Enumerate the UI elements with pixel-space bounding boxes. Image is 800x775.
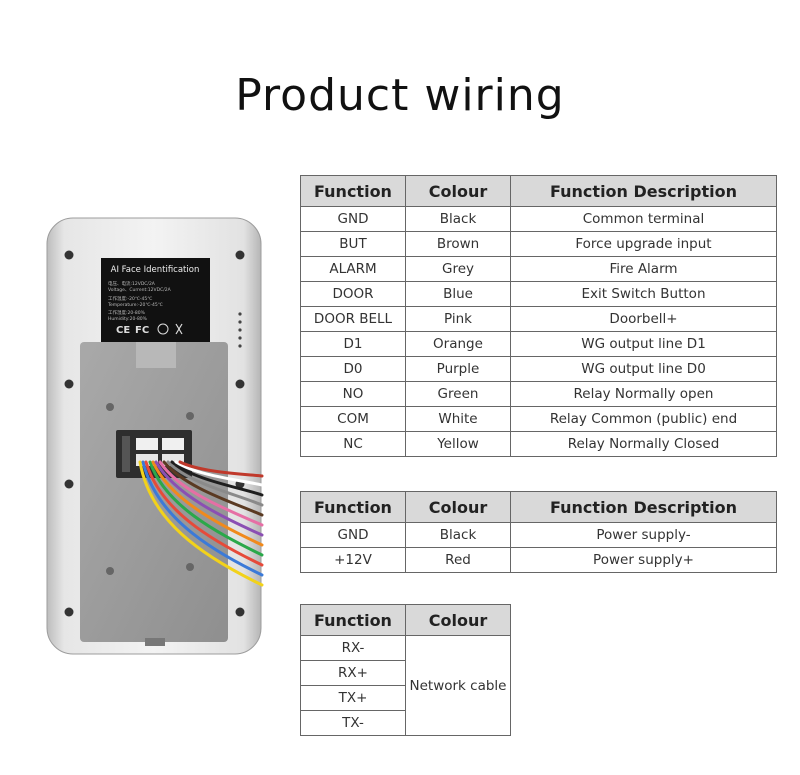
ce-mark: CE — [116, 325, 130, 336]
bin-icon — [175, 323, 183, 335]
svg-text:工作温度:-20℃-45℃: 工作温度:-20℃-45℃ — [108, 295, 152, 302]
table-header-row: Function Colour Function Description — [300, 491, 777, 523]
col-header-colour: Colour — [405, 604, 511, 636]
svg-text:Temperature:-20℃-45℃: Temperature:-20℃-45℃ — [107, 302, 163, 308]
col-header-function: Function — [300, 491, 406, 523]
wire-bundle — [138, 460, 264, 587]
col-header-colour: Colour — [405, 491, 511, 523]
col-header-description: Function Description — [510, 491, 777, 523]
wiring-table-network: Function Colour RX- Network cable RX+ TX… — [300, 604, 511, 736]
merged-colour-cell: Network cable — [405, 635, 511, 736]
cert-icon — [157, 323, 169, 335]
label-title: AI Face Identification — [111, 265, 200, 275]
wiring-table-power: Function Colour Function Description GND… — [300, 491, 777, 573]
col-header-description: Function Description — [510, 175, 777, 207]
col-header-function: Function — [300, 604, 406, 636]
svg-text:Voltage、Current:12VDC/2A: Voltage、Current:12VDC/2A — [108, 287, 172, 293]
fc-mark: FC — [135, 325, 149, 336]
table-header-row: Function Colour — [300, 604, 511, 636]
table-row: RX- Network cable — [300, 635, 511, 736]
table-header-row: Function Colour Function Description — [300, 175, 777, 207]
device-illustration: AI Face Identification 电压、电流:12VDC/2A Vo… — [46, 217, 264, 655]
table-row: TX- — [300, 710, 511, 736]
spec-label — [101, 258, 210, 342]
svg-text:电压、电流:12VDC/2A: 电压、电流:12VDC/2A — [108, 280, 156, 287]
col-header-colour: Colour — [405, 175, 511, 207]
wiring-table-main: Function Colour Function Description GND… — [300, 175, 777, 457]
svg-text:工作湿度:20-80%: 工作湿度:20-80% — [108, 309, 146, 316]
svg-text:Humidity:20-80%: Humidity:20-80% — [108, 316, 148, 322]
page-title: Product wiring — [235, 70, 565, 121]
col-header-function: Function — [300, 175, 406, 207]
